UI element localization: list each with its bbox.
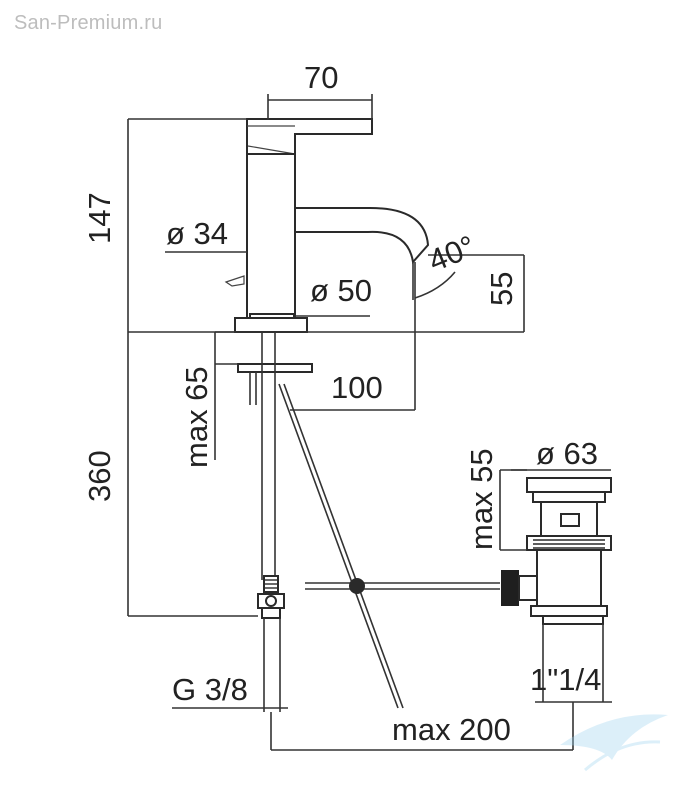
logo-mark <box>560 714 668 772</box>
dimension-labels: 70 147 ø 34 ø 50 40° 55 max 65 100 360 ø… <box>82 60 601 747</box>
dim-deck-thickness: max 65 <box>179 366 214 468</box>
dim-waste-height: max 55 <box>464 448 499 550</box>
dim-base-diameter: ø 50 <box>310 273 372 308</box>
dim-tail-length: 360 <box>82 450 117 502</box>
dimension-lines <box>127 94 612 751</box>
dim-spout-height: 55 <box>484 272 519 306</box>
dim-overall-height: 147 <box>82 192 117 244</box>
dim-spout-angle: 40° <box>424 228 481 278</box>
waste-fitting <box>501 477 612 625</box>
watermark-text: San-Premium.ru <box>14 12 163 34</box>
dim-spout-reach: 100 <box>331 370 383 405</box>
dim-top-width: 70 <box>304 60 338 95</box>
dim-inlet-thread: G 3/8 <box>172 672 248 707</box>
dim-body-diameter: ø 34 <box>166 216 228 251</box>
dim-waste-thread: 1"1/4 <box>530 662 601 697</box>
dim-rod-length: max 200 <box>392 712 511 747</box>
underdeck-parts <box>237 332 500 712</box>
dim-waste-diameter: ø 63 <box>536 436 598 471</box>
